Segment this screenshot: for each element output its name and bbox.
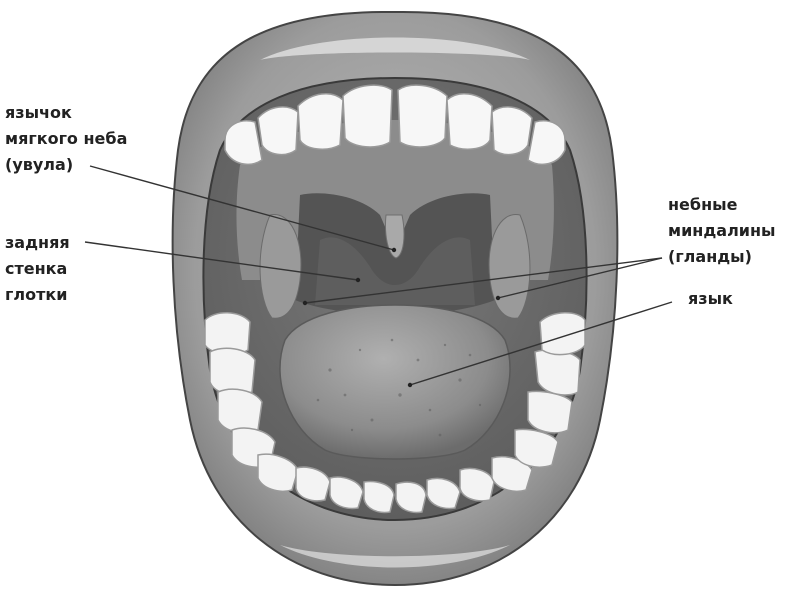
uvula — [385, 214, 405, 259]
upper-lip-highlight — [260, 37, 530, 60]
label-uvula-line-2: мягкого неба — [5, 129, 128, 148]
label-pharynx-wall-line-2: стенка — [5, 259, 68, 278]
lower-teeth — [204, 312, 586, 514]
label-tonsils-line-3: (гланды) — [668, 247, 752, 266]
label-uvula: язычок мягкого неба (увула) — [5, 100, 127, 178]
pharynx-wall — [315, 237, 475, 305]
label-tonsils-line-2: миндалины — [668, 221, 776, 240]
uvula-leader — [89, 165, 395, 251]
label-tonsils-line-1: небные — [668, 195, 738, 214]
label-uvula-line-1: язычок — [5, 103, 72, 122]
tongue-leader — [409, 301, 673, 386]
label-pharynx-wall-line-3: глотки — [5, 285, 68, 304]
label-pharynx-wall-line-1: задняя — [5, 233, 70, 252]
upper-teeth — [224, 84, 566, 166]
pharynx-leader — [84, 241, 359, 281]
label-tongue-line-1: язык — [688, 289, 733, 308]
label-uvula-line-3: (увула) — [5, 155, 74, 174]
tongue — [279, 304, 511, 460]
label-tongue: язык — [688, 286, 733, 312]
tongue-texture — [316, 338, 482, 437]
tonsil-leader-right — [497, 257, 663, 299]
label-tonsils: небные миндалины (гланды) — [668, 192, 776, 270]
label-pharynx-wall: задняя стенка глотки — [5, 230, 70, 308]
tonsil-leader-left — [304, 257, 663, 304]
lower-lip-highlight — [280, 545, 510, 568]
leader-lines — [84, 165, 673, 386]
leader-dots — [302, 247, 501, 388]
